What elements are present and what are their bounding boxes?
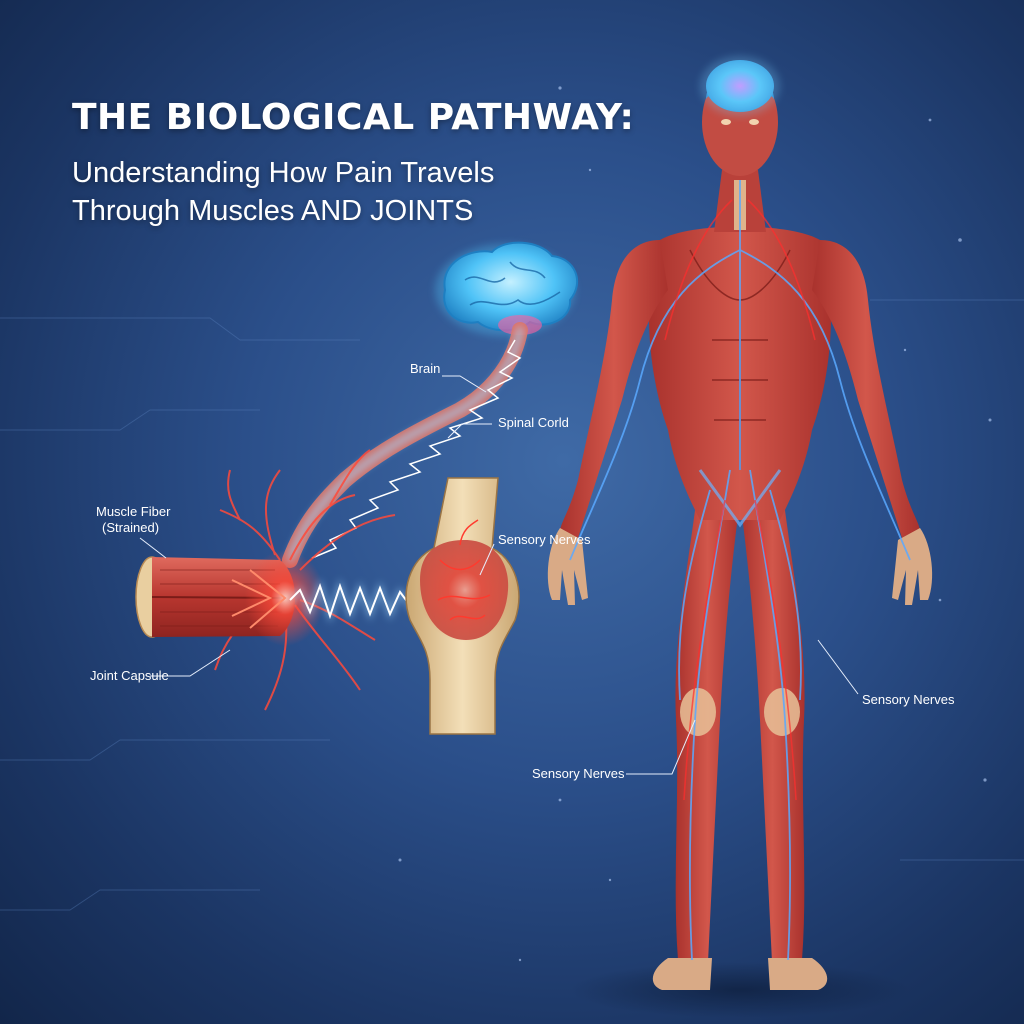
label-spinal-cord: Spinal Corld xyxy=(498,415,569,430)
brain-icon xyxy=(435,243,577,336)
label-muscle-fiber-strained: (Strained) xyxy=(102,520,159,535)
page-subtitle: Understanding How Pain Travels Through M… xyxy=(72,154,592,230)
page-title: THE BIOLOGICAL PATHWAY: xyxy=(72,96,634,140)
label-sensory-nerves-right: Sensory Nerves xyxy=(862,692,955,707)
label-sensory-nerves-joint: Sensory Nerves xyxy=(498,532,591,547)
label-joint-capsule: Joint Capsule xyxy=(90,668,169,683)
label-muscle-fiber: Muscle Fiber xyxy=(96,504,171,519)
knee-joint-icon xyxy=(406,478,519,734)
title-block: THE BIOLOGICAL PATHWAY: Understanding Ho… xyxy=(72,96,634,230)
label-brain: Brain xyxy=(410,361,440,376)
muscle-fiber-icon xyxy=(136,550,325,646)
label-sensory-nerves-lower: Sensory Nerves xyxy=(532,766,625,781)
